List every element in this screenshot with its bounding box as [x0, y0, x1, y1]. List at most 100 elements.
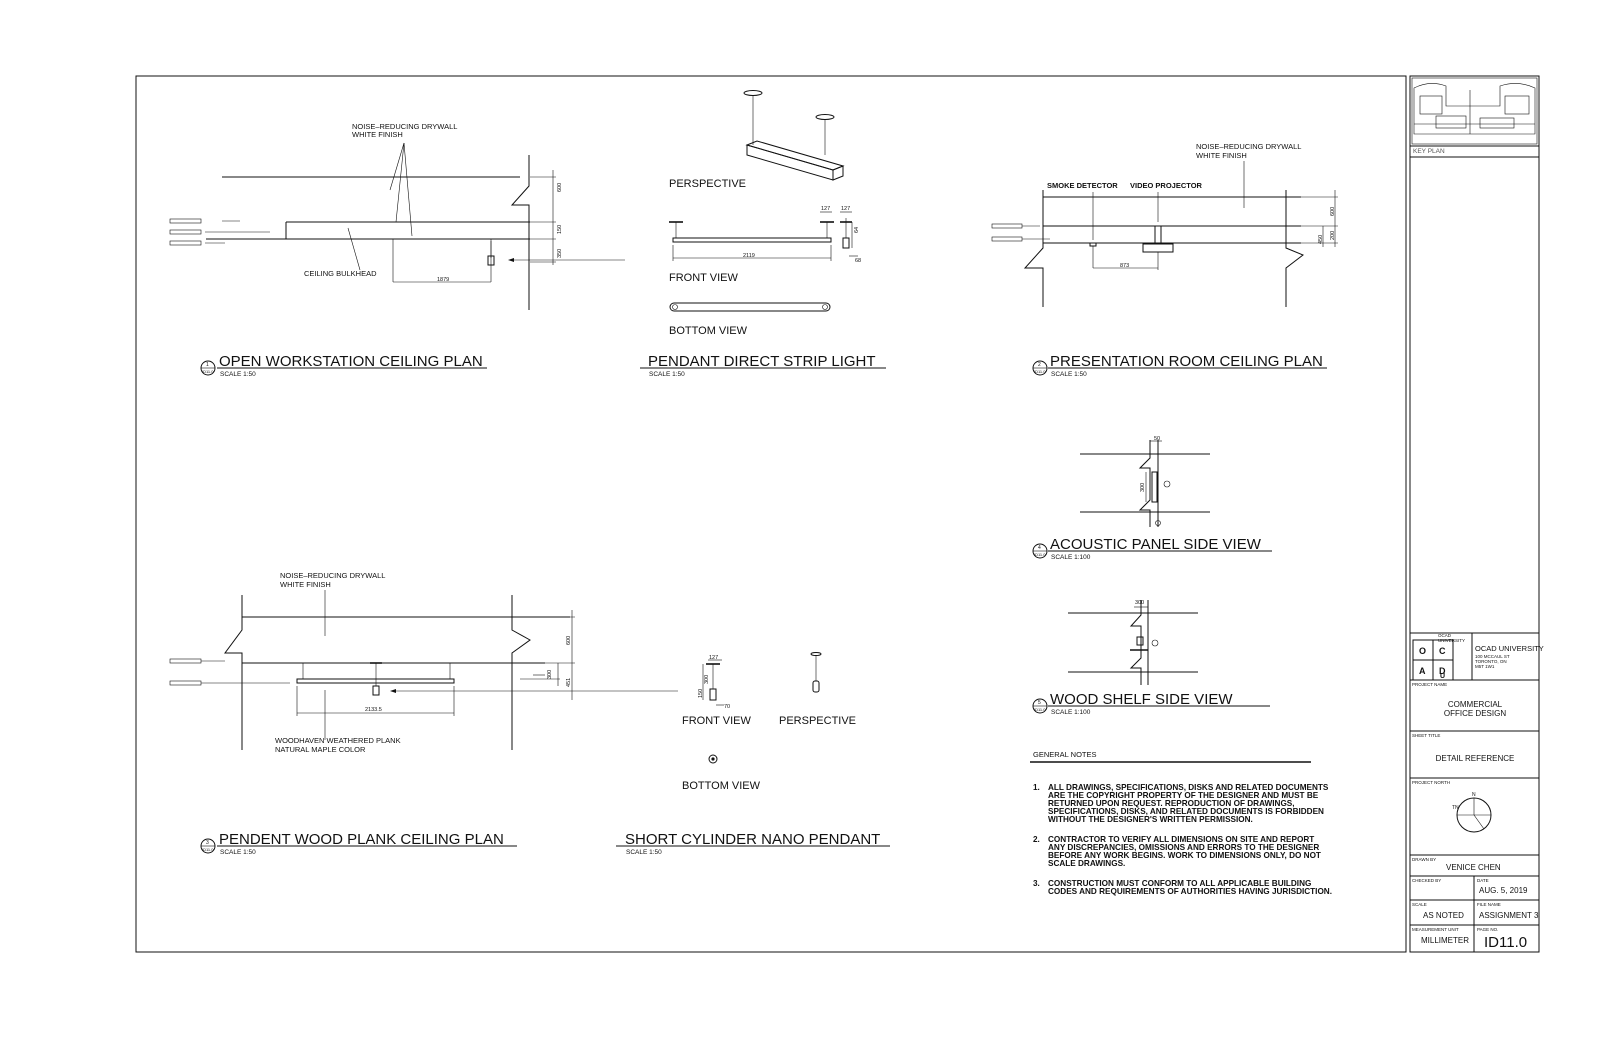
- tag-4-sheet: ID11.0: [1034, 552, 1046, 557]
- label-drywall-3: NOISE–REDUCING DRYWALL: [1196, 142, 1301, 151]
- title-nano-pendant: SHORT CYLINDER NANO PENDANT: [625, 831, 880, 848]
- note-2-number: 2.: [1033, 835, 1040, 844]
- detail-strip-light: [669, 90, 858, 312]
- dim-600: 600: [557, 183, 563, 192]
- key-plan-label: KEY PLAN: [1413, 148, 1445, 155]
- key-plan-thumbnail: [1411, 77, 1538, 145]
- tag-4-number: 4: [1038, 545, 1041, 551]
- file-name-label: FILE NAME: [1477, 902, 1501, 907]
- detail-wood-shelf: [1068, 600, 1198, 685]
- note-2-line-4: SCALE DRAWINGS.: [1048, 859, 1125, 868]
- dim-70: 70: [724, 704, 730, 710]
- north-arrow-icon: [1456, 797, 1492, 833]
- logo-caption-1: OCAD: [1438, 633, 1452, 638]
- tag-5-number: 5: [1038, 700, 1041, 706]
- checked-by-label: CHECKED BY: [1412, 878, 1441, 883]
- dim-300-e: 300: [704, 675, 710, 684]
- university-name: OCAD UNIVERSITY: [1475, 644, 1544, 653]
- label-drywall-5: NOISE–REDUCING DRYWALL: [280, 571, 385, 580]
- date-value: AUG. 5, 2019: [1479, 886, 1528, 895]
- dim-350: 350: [557, 249, 563, 258]
- logo-letter-o: O: [1419, 646, 1426, 656]
- scale-2: SCALE 1:50: [649, 371, 685, 378]
- dim-127c: 127: [709, 655, 718, 661]
- scale-value: AS NOTED: [1423, 911, 1464, 920]
- label-perspective-2: PERSPECTIVE: [779, 715, 856, 727]
- logo-letter-u: U: [1440, 673, 1445, 680]
- dim-150-b: 150: [698, 689, 704, 698]
- label-perspective-1: PERSPECTIVE: [669, 178, 746, 190]
- label-front-view-2: FRONT VIEW: [682, 715, 751, 727]
- note-2-line-3: BEFORE ANY WORK BEGINS. WORK TO DIMENSIO…: [1048, 851, 1321, 860]
- scale-6: SCALE 1:50: [220, 849, 256, 856]
- page-number: ID11.0: [1484, 934, 1527, 951]
- detail-tag-4: [1032, 543, 1048, 559]
- label-video-projector: VIDEO PROJECTOR: [1130, 181, 1203, 190]
- note-1-line-5: WITHOUT THE DESIGNER'S WRITTEN PERMISSIO…: [1048, 815, 1253, 824]
- north-n: N: [1472, 792, 1476, 798]
- scale-label: SCALE: [1412, 902, 1427, 907]
- scale-3: SCALE 1:50: [1051, 371, 1087, 378]
- general-notes-heading: GENERAL NOTES: [1033, 750, 1097, 759]
- dim-200: 200: [1330, 231, 1336, 240]
- label-smoke-detector: SMOKE DETECTOR: [1047, 181, 1118, 190]
- tag-1-number: 1: [206, 362, 209, 368]
- title-open-workstation: OPEN WORKSTATION CEILING PLAN: [219, 353, 483, 370]
- tag-1-sheet: ID11.0: [202, 369, 214, 374]
- project-name-line-2: OFFICE DESIGN: [1444, 709, 1506, 718]
- dim-300-b: 300: [1140, 483, 1146, 492]
- dim-300-c: 300: [1135, 600, 1144, 606]
- logo-letter-c: C: [1439, 646, 1446, 656]
- label-drywall-4: WHITE FINISH: [1196, 151, 1247, 160]
- dim-50: 50: [1154, 436, 1160, 442]
- note-1-number: 1.: [1033, 783, 1040, 792]
- dim-873: 873: [1120, 263, 1129, 269]
- scale-1: SCALE 1:50: [220, 371, 256, 378]
- page-no-label: PAGE NO.: [1477, 927, 1498, 932]
- note-3-number: 3.: [1033, 879, 1040, 888]
- north-tn: TN: [1452, 805, 1459, 811]
- note-1-line-1: ALL DRAWINGS, SPECIFICATIONS, DISKS AND …: [1048, 783, 1329, 792]
- detail-wood-plank: [169, 590, 678, 750]
- detail-tag-5: [1032, 698, 1048, 714]
- scale-7: SCALE 1:50: [626, 849, 662, 856]
- tag-3-sheet: ID11.0: [202, 847, 214, 852]
- title-acoustic-panel: ACOUSTIC PANEL SIDE VIEW: [1050, 536, 1262, 553]
- dim-127b: 127: [841, 206, 850, 212]
- dim-300-d: 300: [547, 670, 553, 679]
- project-name-label: PROJECT NAME: [1412, 682, 1447, 687]
- detail-nano-pendant: [702, 652, 822, 764]
- label-drywall-1: NOISE–REDUCING DRYWALL: [352, 122, 457, 131]
- dim-1879: 1879: [437, 277, 449, 283]
- title-wood-shelf: WOOD SHELF SIDE VIEW: [1050, 691, 1233, 708]
- tag-2-number: 2: [1038, 362, 1041, 368]
- title-presentation-room: PRESENTATION ROOM CEILING PLAN: [1050, 353, 1323, 370]
- drawing-border: [135, 75, 1407, 953]
- tag-3-number: 3: [206, 840, 209, 846]
- note-1-line-4: SPECIFICATIONS, DISKS, AND RELATED DOCUM…: [1048, 807, 1324, 816]
- note-3-line-2: CODES AND REQUIREMENTS OF AUTHORITIES HA…: [1048, 887, 1332, 896]
- dim-2119: 2119: [743, 253, 755, 259]
- note-1-line-3: RETURNED UPON REQUEST. REPRODUCTION OF D…: [1048, 799, 1295, 808]
- dim-2133: 2133.5: [365, 707, 382, 713]
- dim-64: 64: [854, 227, 860, 233]
- logo-caption-2: UNIVERSITY: [1438, 638, 1465, 643]
- drawn-by: VENICE CHEN: [1446, 863, 1501, 872]
- label-front-view-1: FRONT VIEW: [669, 272, 738, 284]
- dim-600-c: 600: [566, 636, 572, 645]
- tag-2-sheet: ID11.0: [1034, 369, 1046, 374]
- title-block-border: [1409, 75, 1540, 953]
- label-drywall-6: WHITE FINISH: [280, 580, 331, 589]
- label-bottom-view-2: BOTTOM VIEW: [682, 780, 761, 792]
- detail-open-workstation: [169, 142, 625, 310]
- label-plank-2: NATURAL MAPLE COLOR: [275, 745, 366, 754]
- dim-451: 451: [566, 678, 572, 687]
- file-name-value: ASSIGNMENT 3: [1479, 911, 1539, 920]
- detail-presentation-room: [991, 161, 1338, 307]
- logo-letter-a: A: [1419, 666, 1426, 676]
- scale-4: SCALE 1:100: [1051, 554, 1091, 561]
- logo-letter-d: D: [1439, 666, 1446, 676]
- label-drywall-2: WHITE FINISH: [352, 130, 403, 139]
- detail-tag-3: [200, 838, 216, 854]
- date-label: DATE: [1477, 878, 1489, 883]
